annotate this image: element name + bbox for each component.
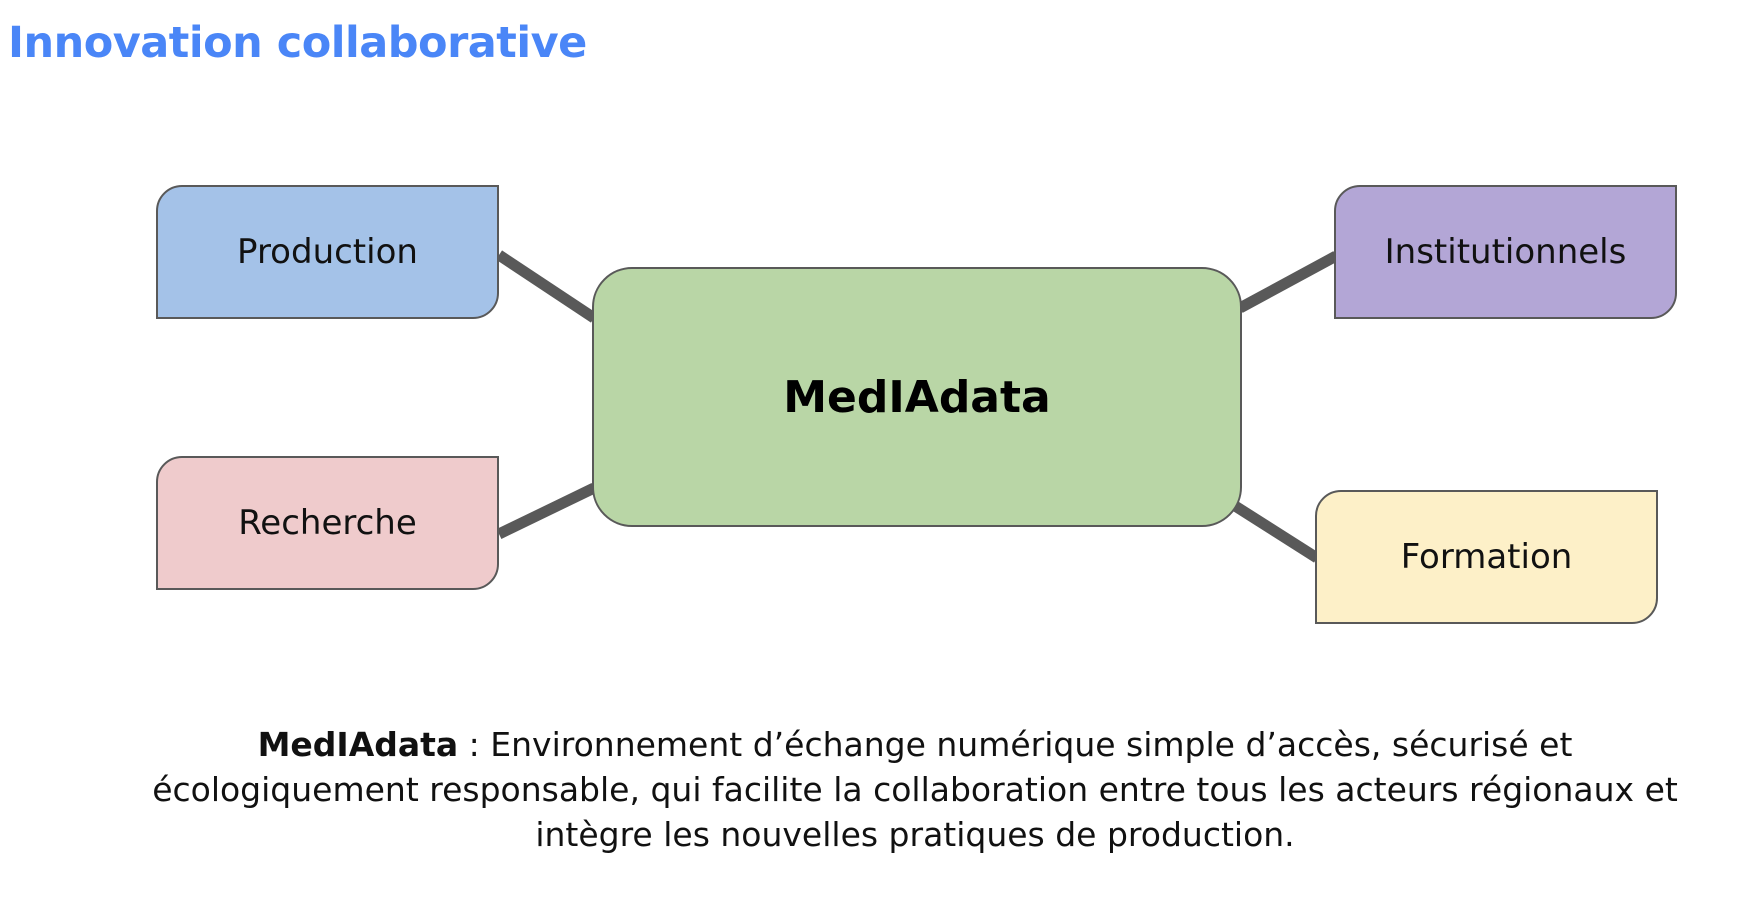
description-term: MedIAdata: [257, 725, 459, 764]
connector-production: [495, 250, 598, 323]
node-recherche: Recherche: [156, 456, 499, 590]
connector-institutionnels: [1237, 251, 1339, 313]
node-center: MedIAdata: [592, 267, 1242, 527]
description: MedIAdata : Environnement d’échange numé…: [150, 722, 1680, 857]
node-label: MedIAdata: [783, 371, 1051, 423]
node-institutionnels: Institutionnels: [1334, 185, 1677, 319]
connector-formation: [1229, 499, 1320, 563]
node-label: Recherche: [238, 503, 417, 543]
page-title: Innovation collaborative: [8, 18, 587, 68]
description-text: : Environnement d’échange numérique simp…: [152, 725, 1678, 854]
node-production: Production: [156, 185, 499, 319]
node-formation: Formation: [1315, 490, 1658, 624]
connector-recherche: [496, 483, 597, 539]
node-label: Institutionnels: [1384, 232, 1627, 272]
node-label: Formation: [1400, 537, 1573, 577]
node-label: Production: [237, 232, 418, 272]
